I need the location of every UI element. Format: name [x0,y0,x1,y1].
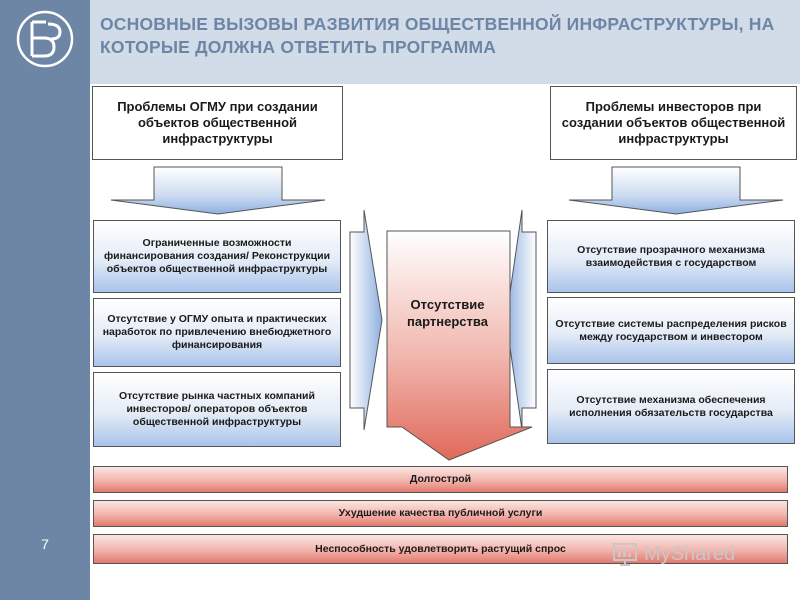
bank-logo-icon [16,10,74,68]
right-down-arrow [568,166,784,215]
sidebar: 7 [0,0,90,600]
left-header-box: Проблемы ОГМУ при создании объектов обще… [92,86,343,160]
outcome-service-quality: Ухудшение качества публичной услуги [93,500,788,527]
right-item-1: Отсутствие прозрачного механизма взаимод… [547,220,795,293]
right-into-center-arrow [505,209,537,431]
watermark-text: MyShared [644,543,736,565]
left-item-1: Ограниченные возможности финансирования … [93,220,341,293]
outcome-unmet-demand: Неспособность удовлетворить растущий спр… [93,534,788,564]
outcome-long-construction: Долгострой [93,466,788,493]
center-label: Отсутствие партнерства [407,297,488,329]
slide-number: 7 [41,536,49,552]
watermark: MyShared [612,541,782,567]
left-into-center-arrow [349,209,383,431]
right-item-2: Отсутствие системы распределения рисков … [547,297,795,364]
slide-title: ОСНОВНЫЕ ВЫЗОВЫ РАЗВИТИЯ ОБЩЕСТВЕННОЙ ИН… [100,14,775,57]
left-down-arrow [110,166,326,215]
right-header-box: Проблемы инвесторов при создании объекто… [550,86,797,160]
right-item-3: Отсутствие механизма обеспечения исполне… [547,369,795,444]
header-band [90,0,800,84]
left-item-2: Отсутствие у ОГМУ опыта и практических н… [93,298,341,367]
left-item-3: Отсутствие рынка частных компаний инвест… [93,372,341,447]
presentation-icon [613,543,637,566]
center-down-arrow [386,230,533,461]
